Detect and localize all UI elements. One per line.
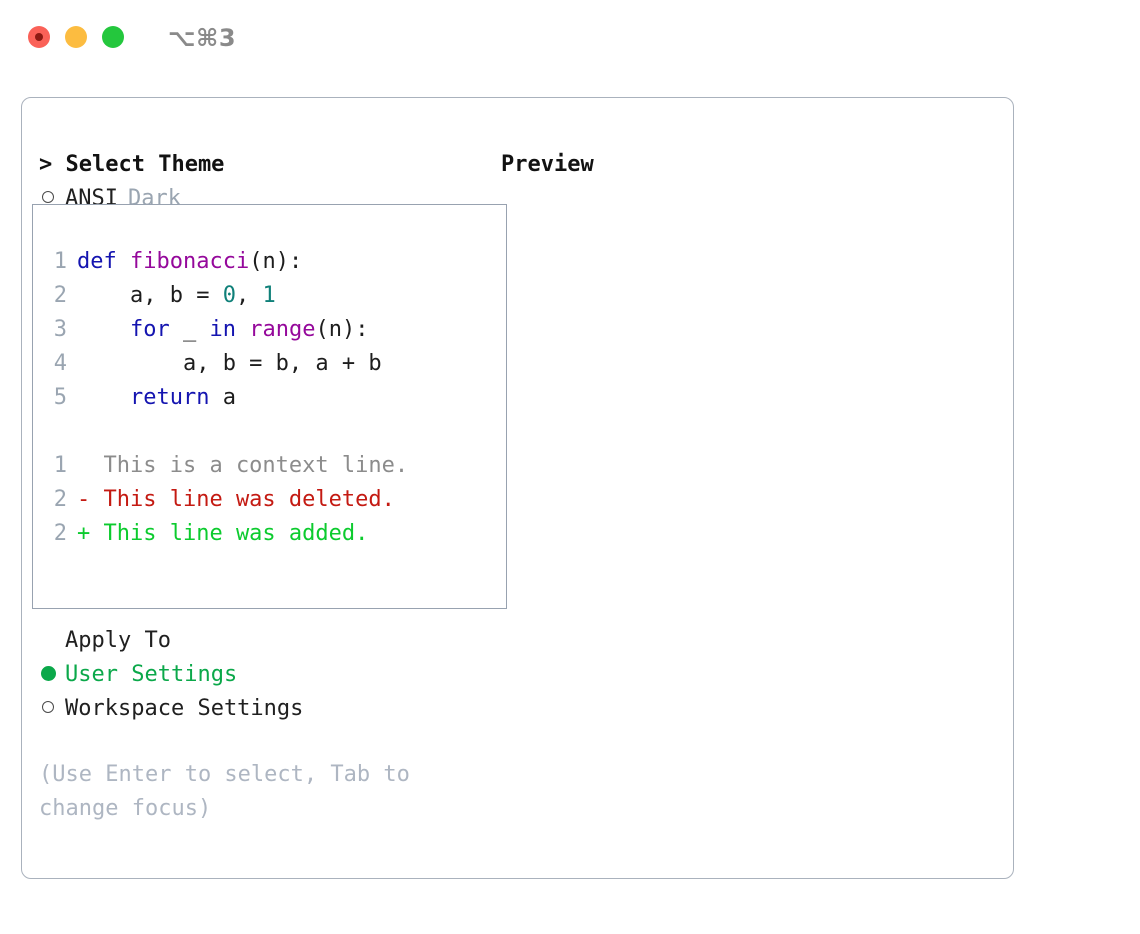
minimize-button-icon[interactable]: [65, 26, 87, 48]
code-line: 2 a, b = 0, 1: [33, 279, 506, 313]
code-token-pl: ,: [235, 283, 263, 308]
main-panel: > Select Theme ANSIDarkAtom OneDarkAyuDa…: [21, 97, 1014, 879]
line-number: 2: [53, 283, 67, 308]
title-bar: ⌥⌘3: [0, 0, 1140, 78]
diff-sample: 1 This is a context line. 2 - This line wa…: [33, 449, 506, 551]
line-number: 1: [53, 453, 67, 478]
code-token-pl: a, b = b, a + b: [77, 351, 382, 376]
code-token-num: 0: [222, 283, 236, 308]
code-line-content: a, b = b, a + b: [77, 347, 382, 381]
diff-line-content: + This line was added.: [77, 521, 369, 546]
apply-to-heading: Apply To: [65, 628, 171, 653]
code-token-kw: def: [77, 249, 130, 274]
select-theme-heading: > Select Theme: [39, 152, 225, 177]
code-line-content: return a: [77, 381, 236, 415]
apply-to-option-workspace-settings[interactable]: Workspace Settings: [39, 692, 489, 726]
code-diff-separator: [33, 415, 506, 449]
line-number: 5: [53, 385, 67, 410]
diff-line-content: - This line was deleted.: [77, 487, 395, 512]
apply-to-option-label: Workspace Settings: [65, 696, 304, 721]
code-line: 3 for _ in range(n):: [33, 313, 506, 347]
code-line-content: def fibonacci(n):: [77, 245, 302, 279]
keyboard-shortcut-label: ⌥⌘3: [168, 24, 237, 52]
code-token-pl: [77, 317, 130, 342]
code-token-num: 1: [262, 283, 276, 308]
code-token-kw: for: [129, 317, 170, 342]
code-line: 1 def fibonacci(n):: [33, 245, 506, 279]
preview-column: Preview: [501, 148, 1001, 182]
code-line-content: for _ in range(n):: [77, 313, 368, 347]
keyboard-hint-text: (Use Enter to select, Tab to change focu…: [39, 762, 410, 821]
apply-to-option-label: User Settings: [65, 662, 238, 687]
close-button-icon[interactable]: [28, 26, 50, 48]
code-line: 5 return a: [33, 381, 506, 415]
code-token-pl: (n):: [249, 249, 303, 274]
code-token-pl: a, b =: [77, 283, 223, 308]
code-token-fn: fibonacci: [129, 249, 250, 274]
code-token-fn: range: [249, 317, 316, 342]
code-token-kw: in: [209, 317, 236, 342]
preview-heading: Preview: [501, 152, 594, 177]
line-number: 4: [53, 351, 67, 376]
diff-line-add: 2 + This line was added.: [33, 517, 506, 551]
code-token-pl: a: [209, 385, 236, 410]
code-line-content: a, b = 0, 1: [77, 279, 276, 313]
line-number: 3: [53, 317, 67, 342]
code-token-kw: return: [129, 385, 210, 410]
code-token-pl: [77, 385, 130, 410]
apply-to-option-user-settings[interactable]: User Settings: [39, 658, 489, 692]
diff-line-content: This is a context line.: [77, 453, 409, 478]
diff-line-ctx: 1 This is a context line.: [33, 449, 506, 483]
window-controls: [28, 26, 124, 48]
line-number: 2: [53, 487, 67, 512]
code-token-pl: _: [169, 317, 210, 342]
line-number: 1: [53, 249, 67, 274]
code-token-pl: [236, 317, 249, 342]
line-number: 2: [53, 521, 67, 546]
code-line: 4 a, b = b, a + b: [33, 347, 506, 381]
diff-line-del: 2 - This line was deleted.: [33, 483, 506, 517]
code-token-pl: (n):: [315, 317, 369, 342]
maximize-button-icon[interactable]: [102, 26, 124, 48]
